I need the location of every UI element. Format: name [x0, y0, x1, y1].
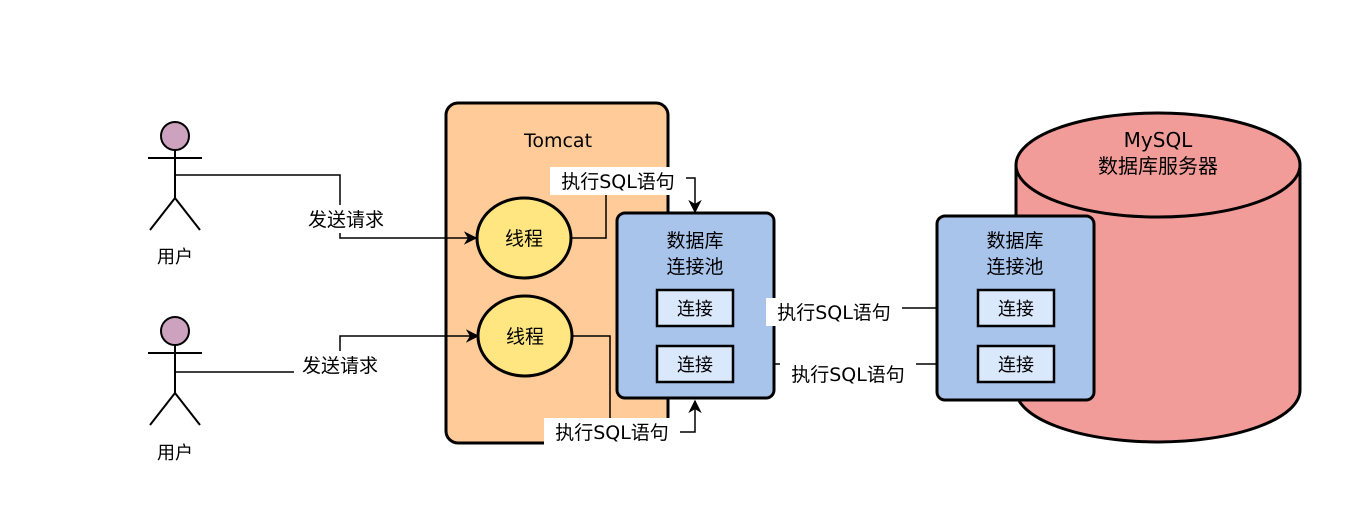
tomcat-title: Tomcat	[523, 130, 592, 152]
edge-label-exec-top-text: 执行SQL语句	[561, 171, 675, 193]
edge-label-exec-conn-1-text: 执行SQL语句	[777, 302, 891, 324]
edge-label-request-1: 发送请求	[300, 205, 392, 233]
mysql-cylinder-top	[1014, 111, 1302, 219]
mysql-title: MySQL	[1124, 128, 1194, 152]
thread-node-1: 线程	[475, 196, 573, 280]
app-connection-2: 连接	[655, 344, 735, 384]
edge-label-request-2-text: 发送请求	[302, 355, 378, 377]
mysql-pool-title-2: 连接池	[986, 256, 1043, 278]
edge-label-exec-conn-2-text: 执行SQL语句	[791, 364, 905, 386]
user-actor-2	[148, 316, 202, 426]
thread-node-2: 线程	[476, 294, 574, 378]
app-connection-label-1: 连接	[677, 299, 713, 320]
user-actor-1	[148, 121, 202, 231]
user-label-1: 用户	[157, 247, 193, 268]
mysql-connection-label-2: 连接	[998, 355, 1034, 376]
mysql-connection-pool: 数据库 连接池 连接 连接	[935, 214, 1096, 402]
mysql-connection-2: 连接	[976, 344, 1056, 384]
app-connection-pool: 数据库 连接池 连接 连接	[615, 211, 776, 400]
mysql-connection-label-1: 连接	[998, 299, 1034, 320]
edge-label-exec-bottom-text: 执行SQL语句	[555, 422, 669, 444]
thread-label-2: 线程	[506, 326, 544, 348]
thread-label-1: 线程	[505, 228, 543, 250]
mysql-subtitle: 数据库服务器	[1098, 154, 1218, 178]
user-head-icon	[160, 316, 190, 346]
user-label-2: 用户	[157, 443, 193, 464]
app-pool-title-1: 数据库	[666, 230, 723, 252]
app-connection-label-2: 连接	[677, 355, 713, 376]
edge-label-exec-conn-1: 执行SQL语句	[766, 298, 902, 326]
app-connection-1: 连接	[655, 288, 735, 328]
edge-label-exec-top: 执行SQL语句	[550, 167, 686, 195]
edge-label-request-1-text: 发送请求	[308, 209, 384, 231]
app-pool-title-2: 连接池	[666, 256, 723, 278]
edge-label-exec-conn-2: 执行SQL语句	[780, 360, 916, 388]
edge-label-request-2: 发送请求	[294, 351, 386, 379]
user-head-icon	[160, 121, 190, 151]
mysql-pool-title-1: 数据库	[986, 230, 1043, 252]
edge-label-exec-bottom: 执行SQL语句	[544, 418, 680, 446]
mysql-connection-1: 连接	[976, 288, 1056, 328]
